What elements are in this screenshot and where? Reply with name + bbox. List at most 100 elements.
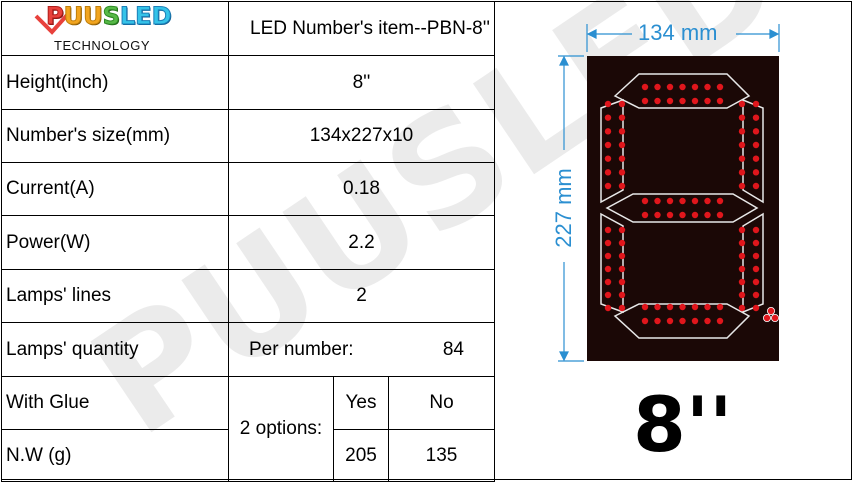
spec-label-lamp-quantity: Lamps' quantity — [1, 322, 229, 377]
led-dot — [618, 155, 626, 162]
led-dot — [691, 317, 699, 325]
segment-middle — [605, 193, 759, 223]
option-no-header: No — [388, 376, 495, 430]
options-label: 2 options: — [228, 376, 334, 482]
led-dot — [716, 197, 724, 205]
led-dot — [738, 169, 746, 176]
per-number-label: Per number: — [249, 338, 354, 360]
led-dot — [666, 83, 674, 91]
led-dot — [716, 97, 724, 105]
led-dot — [666, 303, 674, 311]
led-dot — [641, 317, 649, 325]
logo-swoosh-icon — [34, 12, 70, 35]
spec-label-power: Power(W) — [1, 215, 229, 270]
led-dot — [679, 197, 686, 205]
led-dot — [654, 317, 661, 325]
segment-bottom — [613, 303, 751, 339]
led-dot — [641, 83, 649, 91]
led-dot — [679, 317, 686, 325]
led-dot — [691, 211, 699, 219]
led-dot — [654, 83, 661, 91]
led-dot — [704, 197, 711, 205]
led-dot — [679, 211, 686, 219]
led-dot — [604, 100, 612, 108]
led-dot — [752, 114, 760, 121]
led-dot — [752, 226, 760, 234]
led-dot — [618, 114, 626, 121]
led-dot — [691, 303, 699, 311]
per-number-value: 84 — [442, 338, 464, 360]
seven-segment-digit — [600, 73, 779, 339]
led-dot — [716, 303, 724, 311]
led-dot — [752, 182, 760, 190]
led-dot — [618, 304, 626, 312]
led-dot — [604, 141, 612, 149]
led-dot — [618, 252, 626, 260]
led-dot — [691, 197, 699, 205]
decimal-point-dot — [770, 313, 779, 322]
led-dot — [666, 317, 674, 325]
led-dot — [654, 197, 661, 205]
led-dot — [752, 155, 760, 162]
led-dot — [752, 141, 760, 149]
led-dot — [618, 128, 626, 135]
spec-label-height: Height(inch) — [1, 55, 229, 110]
led-dot — [618, 100, 626, 108]
led-dot — [738, 239, 746, 247]
weight-no-value: 135 — [388, 429, 495, 482]
spec-label-size: Number's size(mm) — [1, 109, 229, 163]
led-dot — [618, 291, 626, 299]
led-dot — [618, 265, 626, 273]
led-dot — [752, 265, 760, 273]
led-dot — [738, 291, 746, 299]
led-dot — [641, 211, 649, 219]
led-dot — [618, 226, 626, 234]
led-dot — [618, 239, 626, 247]
led-dot — [752, 100, 760, 108]
led-dot — [604, 265, 612, 273]
led-dot — [654, 97, 661, 105]
led-dot — [752, 239, 760, 247]
led-dot — [752, 278, 760, 286]
spec-table: PUUSLED TECHNOLOGY LED Number's item--PB… — [1, 1, 495, 482]
led-dot — [704, 303, 711, 311]
led-dot — [738, 100, 746, 108]
item-title: LED Number's item--PBN-8'' — [228, 1, 495, 56]
led-dot — [604, 278, 612, 286]
led-dot — [738, 128, 746, 135]
segment-upper-right — [742, 98, 764, 204]
spec-value-lamp-quantity: Per number: 84 — [228, 322, 495, 377]
led-dot — [618, 141, 626, 149]
led-dot — [704, 83, 711, 91]
led-dot — [752, 252, 760, 260]
led-dot — [704, 211, 711, 219]
led-dot — [641, 97, 649, 105]
spec-label-weight: N.W (g) — [1, 429, 229, 482]
led-dot — [666, 197, 674, 205]
decimal-point-dot — [766, 306, 775, 315]
led-dot — [679, 303, 686, 311]
spec-value-power: 2.2 — [228, 215, 495, 270]
spec-label-lamp-lines: Lamps' lines — [1, 269, 229, 323]
led-dot — [604, 252, 612, 260]
size-label: 8'' — [633, 380, 733, 469]
led-dot — [679, 83, 686, 91]
logo-subtitle: TECHNOLOGY — [54, 38, 151, 53]
led-dot — [704, 97, 711, 105]
spec-value-current: 0.18 — [228, 162, 495, 216]
led-dot — [738, 155, 746, 162]
led-dot — [604, 182, 612, 190]
led-dot — [738, 141, 746, 149]
led-dot — [604, 114, 612, 121]
led-dot — [604, 155, 612, 162]
led-digit-panel — [587, 56, 779, 361]
led-dot — [738, 182, 746, 190]
led-dot — [752, 169, 760, 176]
led-dot — [716, 83, 724, 91]
led-dot — [752, 304, 760, 312]
led-dot — [641, 197, 649, 205]
led-dot — [738, 265, 746, 273]
spec-label-current: Current(A) — [1, 162, 229, 216]
led-dot — [738, 278, 746, 286]
